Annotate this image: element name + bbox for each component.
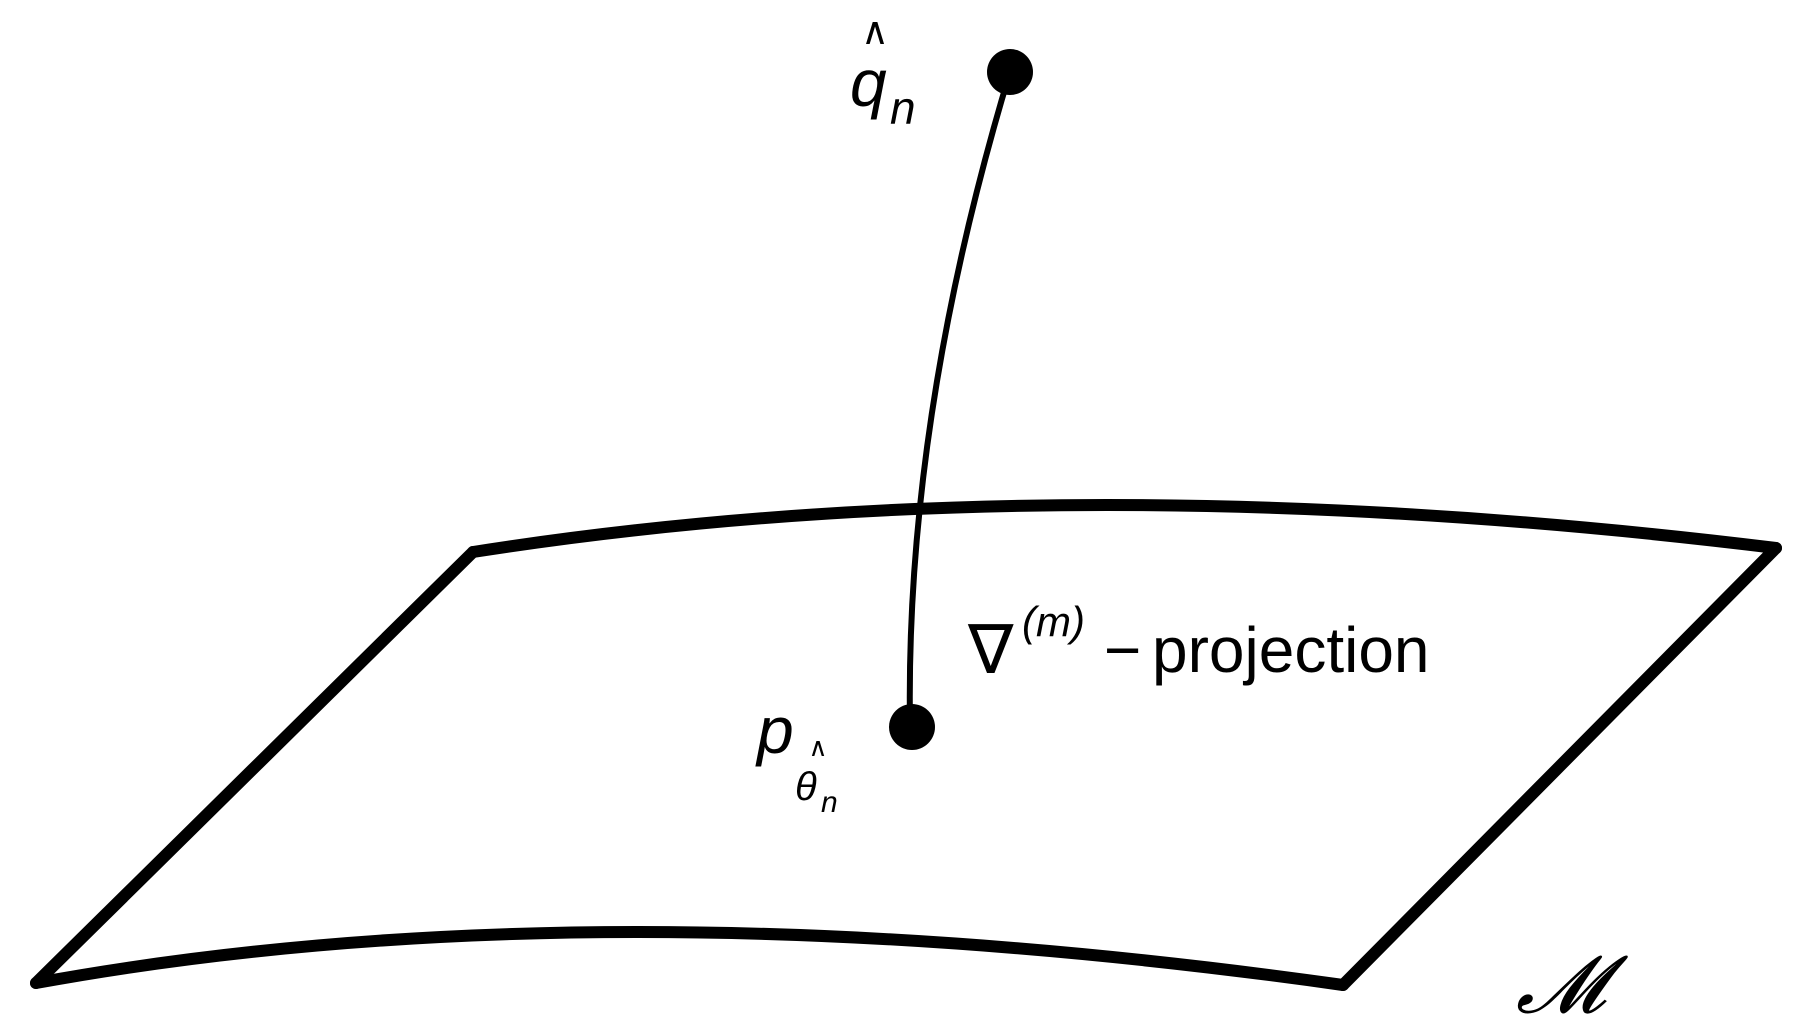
p-theta-hat-n-label: p ∧ θ n: [755, 693, 838, 819]
p-theta-point: [889, 704, 935, 750]
manifold-right-edge: [1337, 542, 1782, 991]
manifold-label: 𝓜: [1516, 938, 1629, 1030]
theta-subscript-n: n: [821, 786, 838, 819]
theta-symbol: θ: [795, 765, 817, 809]
q-hat-accent: ∧: [861, 11, 889, 53]
p-symbol: p: [755, 693, 794, 767]
manifold-left-edge: [30, 546, 479, 989]
q-hat-n-label: ∧ q n: [850, 11, 916, 134]
q-hat-point: [987, 49, 1033, 95]
nabla-symbol: ∇: [967, 612, 1014, 688]
theta-hat-accent: ∧: [808, 732, 827, 762]
superscript-m: (m): [1022, 598, 1085, 645]
q-symbol: q: [850, 46, 887, 120]
manifold-bottom-edge: [30, 926, 1349, 991]
manifold-surface: [30, 498, 1782, 991]
projection-curve: [906, 69, 1013, 728]
q-subscript-n: n: [890, 82, 916, 134]
projection-word: projection: [1152, 614, 1430, 686]
manifold-top-edge: [467, 498, 1782, 558]
m-projection-label: ∇ (m) − projection: [967, 598, 1430, 688]
projection-dash: −: [1104, 614, 1141, 686]
